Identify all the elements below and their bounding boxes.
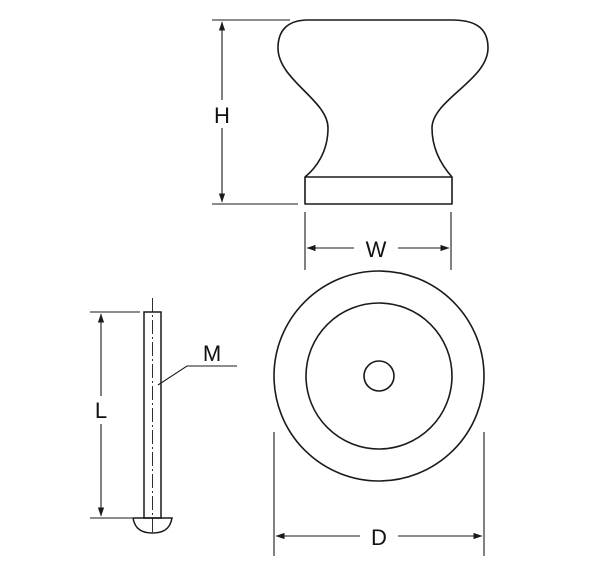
thread-leader-line [157, 365, 237, 386]
thread-label: M [203, 341, 221, 366]
width-label-mask [354, 234, 398, 262]
knob-side-view [277, 19, 489, 205]
diameter-label-mask [360, 522, 398, 550]
knob-profile [277, 19, 489, 178]
knob-base [304, 176, 453, 205]
height-label: H [214, 103, 230, 128]
screw-hole [363, 360, 395, 392]
screw-head [132, 517, 173, 534]
knob-top-view [273, 270, 485, 482]
diameter-label: D [371, 525, 387, 550]
length-label-mask [86, 396, 116, 424]
width-label: W [366, 237, 387, 262]
knob-outer-circle [273, 270, 485, 482]
screw [132, 298, 173, 534]
height-label-mask [205, 100, 239, 128]
knob-inner-circle [305, 302, 453, 450]
length-label: L [95, 398, 107, 423]
